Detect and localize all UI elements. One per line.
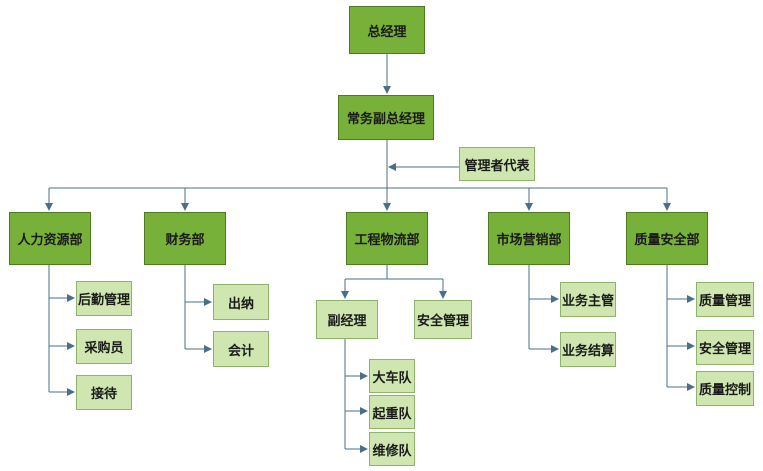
node-finance-dept: 财务部: [144, 212, 226, 265]
node-eng-deputy: 副经理: [316, 300, 378, 339]
node-hr-logistics: 后勤管理: [76, 281, 132, 316]
node-eng-truck-team: 大车队: [369, 359, 415, 393]
node-management-rep: 管理者代表: [459, 147, 535, 181]
node-hr-buyer: 采购员: [76, 329, 132, 364]
node-eng-repair-team: 维修队: [369, 432, 415, 466]
node-hr-reception: 接待: [76, 375, 132, 410]
node-mkt-supervisor: 业务主管: [560, 282, 616, 317]
node-hr-dept: 人力资源部: [9, 212, 91, 265]
node-general-manager: 总经理: [349, 6, 425, 54]
node-quality-dept: 质量安全部: [626, 212, 708, 265]
node-mkt-settlement: 业务结算: [560, 332, 616, 367]
node-fin-accounting: 会计: [213, 331, 269, 367]
node-marketing-dept: 市场营销部: [488, 212, 570, 265]
node-executive-vp: 常务副总经理: [338, 95, 434, 140]
node-q-quality-control: 质量控制: [696, 371, 754, 406]
node-engineering-dept: 工程物流部: [346, 212, 428, 265]
node-fin-cashier: 出纳: [213, 284, 269, 320]
node-q-quality-mgmt: 质量管理: [696, 282, 754, 317]
node-q-safety-mgmt: 安全管理: [696, 330, 754, 365]
node-eng-crane-team: 起重队: [369, 395, 415, 429]
node-eng-safety: 安全管理: [414, 300, 472, 339]
